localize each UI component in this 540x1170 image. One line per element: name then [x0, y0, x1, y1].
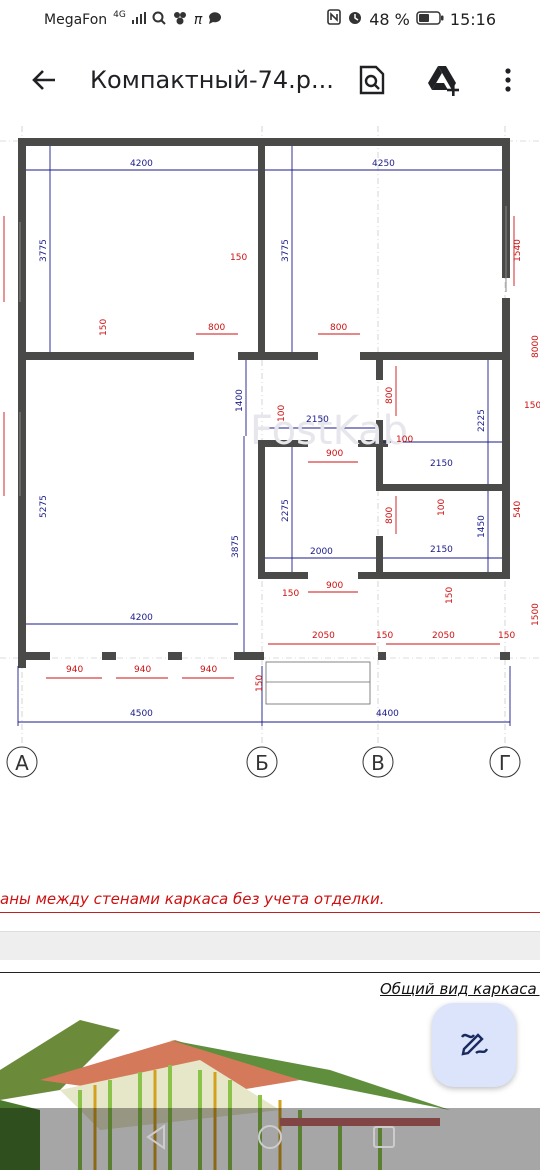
page-separator [0, 931, 540, 961]
find-in-document-button[interactable] [352, 62, 392, 102]
dim-label: 800 [330, 323, 347, 333]
page-rule [0, 972, 540, 973]
dim-label: 150 [376, 631, 393, 641]
system-nav-bar [0, 1108, 540, 1170]
page-caption: Общий вид каркаса д [380, 980, 540, 998]
alarm-icon [347, 9, 363, 29]
dim-label: 3875 [231, 535, 241, 558]
clock: 15:16 [449, 9, 496, 29]
signal-icon [131, 12, 146, 28]
dim-label: 1500 [531, 603, 540, 626]
dim-label: 2275 [281, 499, 291, 522]
axis-label: Б [255, 751, 269, 775]
more-vertical-icon [504, 67, 512, 97]
dim-label: 2150 [306, 415, 329, 425]
dim-label: 2000 [310, 547, 333, 557]
dim-label: 4500 [130, 709, 153, 719]
dim-label: 150 [498, 631, 515, 641]
dim-label: 2150 [430, 459, 453, 469]
dim-label: 100 [437, 499, 447, 516]
nav-back-icon [145, 1124, 167, 1154]
note-underline [0, 912, 540, 913]
dim-label: 2150 [430, 545, 453, 555]
dim-label: 150 [524, 401, 540, 411]
axis-bubble [362, 746, 394, 778]
dim-label: 3775 [39, 239, 49, 262]
dim-label: 900 [326, 449, 343, 459]
back-button[interactable] [24, 62, 64, 102]
more-options-button[interactable] [488, 62, 528, 102]
dim-label: 5275 [39, 495, 49, 518]
dim-label: 150 [230, 253, 247, 263]
frame-3d-render [0, 1020, 450, 1170]
annotate-button[interactable] [432, 1003, 516, 1087]
dim-label: 1540 [513, 239, 523, 262]
floor-plan-page[interactable]: FostKab 4200 4250 3775 3775 1400 2150 22… [0, 126, 540, 931]
nav-back-button[interactable] [136, 1122, 176, 1156]
dim-label: 940 [66, 665, 83, 675]
network-label: 4G [113, 10, 126, 20]
nav-home-icon [256, 1123, 284, 1155]
walls [18, 138, 510, 668]
pen-edit-icon [458, 1027, 490, 1063]
dim-label: 4200 [130, 159, 153, 169]
document-title: Компактный-74.р... [90, 66, 334, 94]
nav-home-button[interactable] [250, 1122, 290, 1156]
dim-label: 540 [513, 501, 523, 518]
chat-icon [208, 11, 222, 29]
dim-label: 800 [385, 387, 395, 404]
dim-label: 1400 [235, 389, 245, 412]
pi-label: π [193, 12, 203, 28]
axis-label: В [371, 751, 385, 775]
search-icon [152, 11, 166, 29]
axis-bubble [489, 746, 521, 778]
dim-label: 4250 [372, 159, 395, 169]
axis-bubble [246, 746, 278, 778]
dim-label: 3775 [281, 239, 291, 262]
app-bar: Компактный-74.р... [0, 40, 540, 126]
axis-bubble [6, 746, 38, 778]
battery-percent: 48 % [369, 9, 410, 29]
dim-label: 150 [255, 675, 265, 692]
dim-label: 150 [99, 319, 109, 336]
dim-label: 940 [134, 665, 151, 675]
document-search-icon [359, 65, 385, 99]
nfc-icon [327, 9, 342, 29]
nav-recents-button[interactable] [364, 1122, 404, 1156]
axis-label: Г [499, 751, 511, 775]
dim-label: 100 [396, 435, 413, 445]
dim-label: 150 [445, 587, 455, 604]
dim-label: 2050 [312, 631, 335, 641]
dim-label: 2050 [432, 631, 455, 641]
dim-label: 4200 [130, 613, 153, 623]
dim-label: 800 [385, 507, 395, 524]
dim-label: 2225 [477, 409, 487, 432]
people-icon [172, 11, 188, 29]
watermark: FostKab [250, 408, 408, 454]
plan-note: аны между стенами каркаса без учета отде… [0, 890, 385, 908]
frame-view-page[interactable]: Общий вид каркаса д [0, 960, 540, 1170]
dim-label: 4400 [376, 709, 399, 719]
dim-label: 940 [200, 665, 217, 675]
dim-label: 100 [277, 405, 287, 422]
dim-label: 150 [282, 589, 299, 599]
floor-plan-drawing: FostKab 4200 4250 3775 3775 1400 2150 22… [0, 126, 540, 778]
carrier-label: MegaFon [44, 12, 108, 28]
drive-add-icon [426, 64, 462, 100]
dim-label: 1450 [477, 515, 487, 538]
back-arrow-icon [30, 66, 58, 98]
axis-label: А [15, 751, 29, 775]
dim-label: 800 [208, 323, 225, 333]
dim-label: 900 [326, 581, 343, 591]
dim-label: 8000 [531, 335, 540, 358]
status-bar: MegaFon 4G π 48 % 15:16 [0, 0, 540, 40]
add-to-drive-button[interactable] [424, 62, 464, 102]
nav-recents-icon [372, 1125, 396, 1153]
battery-icon [416, 10, 444, 29]
